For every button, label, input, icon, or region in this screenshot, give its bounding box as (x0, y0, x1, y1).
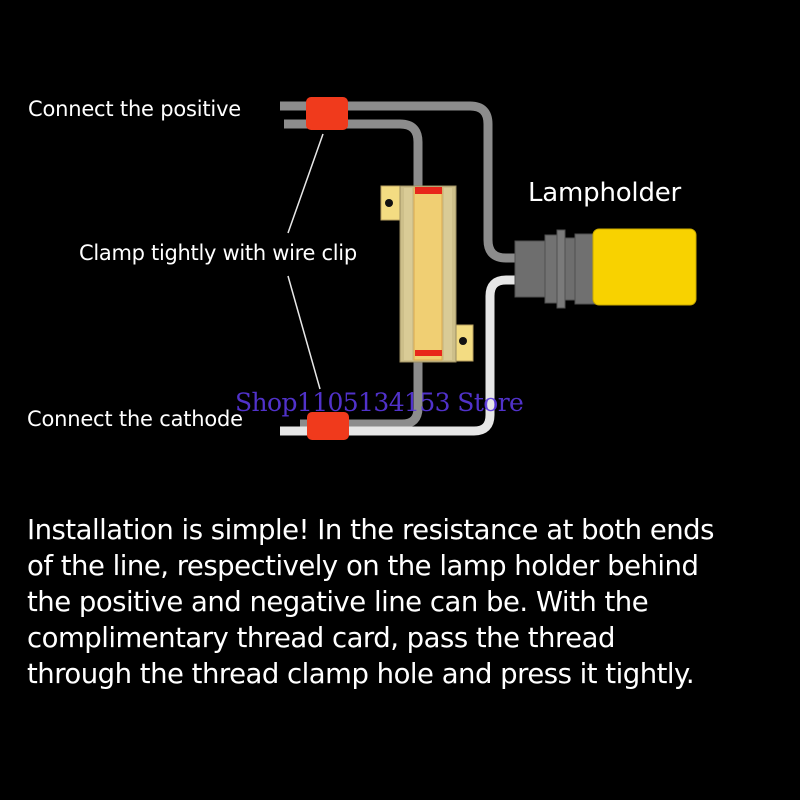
clamp-pointer-bottom (287, 275, 321, 390)
installation-description: Installation is simple! In the resistanc… (27, 512, 787, 692)
resistor-fin-left (404, 188, 412, 360)
resistor (380, 185, 474, 363)
lamp-bulb (592, 228, 697, 306)
label-lampholder: Lampholder (528, 178, 682, 208)
socket-ring-2 (556, 229, 566, 309)
store-watermark: Shop1105134153 Store (235, 388, 524, 417)
positive-wire-to-resistor (284, 119, 423, 192)
mount-hole-bottom (459, 337, 467, 345)
resistor-fin-right (444, 188, 452, 360)
positive-wire-to-lamp (280, 101, 520, 263)
negative-wire (280, 275, 520, 436)
positive-wire (280, 101, 520, 429)
socket-ring-3 (564, 237, 576, 301)
description-line: the positive and negative line can be. W… (27, 586, 649, 618)
positive-wire-clip (306, 97, 348, 130)
label-connect-positive: Connect the positive (28, 97, 242, 121)
resistor-band-top (415, 187, 442, 194)
socket-ring-1 (544, 234, 558, 304)
negative-wire-to-lamp (280, 275, 520, 436)
resistor-band-bottom (415, 350, 442, 356)
description-line: of the line, respectively on the lamp ho… (27, 550, 699, 582)
description-line: complimentary thread card, pass the thre… (27, 622, 615, 654)
label-clamp-wire-clip: Clamp tightly with wire clip (79, 241, 357, 265)
description-line: Installation is simple! In the resistanc… (27, 514, 714, 546)
resistor-body (413, 187, 443, 361)
lampholder-assembly (514, 228, 697, 309)
clamp-pointer-top (287, 133, 324, 234)
description-line: through the thread clamp hole and press … (27, 658, 695, 690)
resistor-lower-lead (300, 360, 423, 429)
socket-neck (574, 233, 596, 305)
socket-base (514, 240, 548, 298)
mount-hole-top (385, 199, 393, 207)
label-connect-cathode: Connect the cathode (27, 407, 243, 431)
cathode-wire-clip (307, 412, 349, 440)
